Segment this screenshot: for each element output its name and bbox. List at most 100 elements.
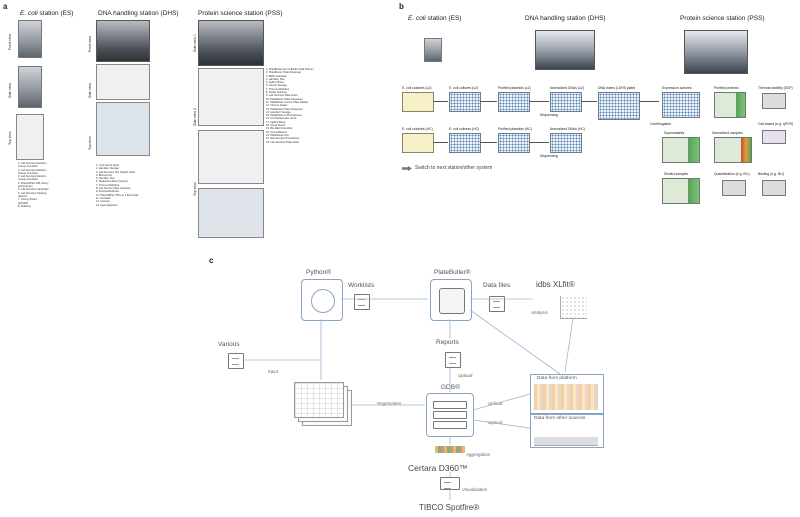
various-label: Various [218, 341, 240, 348]
certara-label: Certara D360™ [408, 463, 468, 473]
b-bot-plasmids-plate [498, 133, 530, 153]
b-pss-diluted-label: Diluted samples [664, 172, 689, 176]
panel-a-dhs-title: DNA handling station (DHS) [98, 10, 179, 17]
b-pss-purified-label: Purified proteins [714, 86, 739, 90]
visualization-label: Visualization [462, 487, 488, 492]
b-bot-normalized-plate [550, 133, 582, 153]
panel-b-es-title: E. coli station (ES) [408, 15, 462, 22]
b-top-colonies-plate [402, 92, 434, 112]
b-top-dnamix-label: DNA mixes (LDHS plate) [598, 86, 636, 90]
registration-label: Registration [377, 401, 402, 406]
b-pss-supernatants-plate [662, 137, 700, 163]
panel-b-letter: b [399, 2, 404, 11]
gdb-label: GDB® [441, 384, 460, 391]
b-bot-cultures-label: E. coli cultures (HC) [449, 127, 480, 131]
dhs-front-photo [96, 20, 150, 62]
input-label: Input [268, 369, 279, 374]
b-top-normalized-label: Normalized DNAs (≤2) [550, 86, 584, 90]
b-arrow [529, 101, 549, 102]
b-pss-binding-label: Binding (e.g. BLI) [758, 172, 785, 176]
b-arrow [639, 101, 659, 102]
b-pss-quant-label: Quantification (e.g. BLI) [714, 172, 750, 176]
data-platform-label: Data from platform [537, 376, 577, 381]
worklists-doc-icon [354, 294, 370, 310]
b-sequencing-bottom: Sequencing [540, 154, 558, 158]
data-other-thumbnail [534, 425, 598, 446]
b-pss-supernatants-label: Supernatants [664, 131, 685, 135]
reports-label: Reports [436, 339, 459, 346]
various-doc-icon [228, 353, 244, 369]
panel-b-pss-title: Protein science station (PSS) [680, 15, 765, 22]
es-top-schematic [16, 114, 44, 160]
gear-icon [311, 289, 335, 313]
b-centrifugation: Centrifugation [650, 122, 672, 126]
b-top-cultures-label: E. coli cultures (≤2) [449, 86, 478, 90]
database-icon-layer [433, 411, 467, 419]
datafiles-doc-icon [489, 296, 505, 312]
tibco-label: TIBCO Spotfire® [419, 503, 480, 512]
b-arrow [433, 142, 448, 143]
b-arrow [480, 101, 497, 102]
panel-a-letter: a [3, 2, 8, 11]
b-bot-plasmids-label: Purified plasmids (HC) [498, 127, 532, 131]
data-platform-thumbnail [534, 384, 598, 410]
panel-b-es-instrument [424, 38, 442, 62]
b-pss-expression-plate [662, 92, 700, 118]
plate-stack-top [294, 382, 344, 418]
panel-c-letter: c [209, 256, 214, 265]
data-platform-node: Data from platform [530, 374, 604, 414]
upload-3-label: Upload [488, 420, 503, 425]
datafiles-label: Data files [483, 282, 511, 289]
b-pss-expression-label: Expression cultures [662, 86, 692, 90]
panel-b-pss-instrument [684, 30, 748, 74]
b-top-plasmids-plate [498, 92, 530, 112]
reports-doc-icon [445, 352, 461, 368]
b-pss-normalized-label: Normalized samples [712, 131, 743, 135]
pss-side-1-schematic [198, 68, 264, 126]
b-pss-cellbased-instrument [762, 130, 786, 144]
robot-arm-icon [439, 288, 465, 314]
pss-side-2-schematic [198, 130, 264, 184]
b-pss-thermal-label: Thermal stability (DSF) [758, 86, 793, 90]
b-pss-binding-instrument [762, 180, 786, 196]
b-bot-colonies-plate [402, 133, 434, 153]
switch-arrow-icon [402, 166, 412, 171]
aggregation-label: Aggregation [466, 452, 491, 457]
upload-1-label: Upload [458, 373, 473, 378]
b-pss-normalized-plate [714, 137, 752, 163]
b-bot-colonies-label: E. coli colonies (HC) [402, 127, 433, 131]
b-arrow [480, 142, 497, 143]
data-other-label: Data from other sources [534, 416, 586, 421]
es-front-photo [18, 20, 42, 58]
b-pss-diluted-plate [662, 178, 700, 204]
idbs-label: idbs XLfit® [536, 280, 575, 289]
b-arrow [581, 101, 597, 102]
b-arrow [433, 101, 448, 102]
b-sequencing-top: Sequencing [540, 113, 558, 117]
b-pss-thermal-instrument [762, 93, 786, 109]
panel-a-es-title: E. coli station (ES) [20, 10, 74, 17]
panel-b-dhs-instrument [535, 30, 595, 70]
b-top-normalized-plate [550, 92, 582, 112]
b-bot-normalized-label: Normalized DNAs (HC) [550, 127, 586, 131]
dhs-side-schematic [96, 64, 150, 100]
worklists-label: Worklists [348, 282, 375, 289]
analysis-label: Analysis [531, 310, 548, 315]
b-top-dnamix-plate [598, 92, 640, 120]
b-pss-quant-instrument [722, 180, 746, 196]
idbs-scatter-thumbnail [560, 296, 587, 319]
b-top-plasmids-label: Purified plasmids (≤2) [498, 86, 531, 90]
platebutler-node [430, 279, 472, 321]
database-icon [433, 401, 467, 409]
b-pss-purified-plate [714, 92, 746, 118]
pss-legend: 1: PlateBuster Arm & Bartle Shaft 618 um… [266, 68, 314, 144]
es-side-photo [18, 66, 42, 108]
b-bot-cultures-plate [449, 133, 481, 153]
b-top-cultures-plate [449, 92, 481, 112]
b-pss-cellbased-label: Cell-based (e.g. qPCR) [758, 122, 794, 126]
platebutler-label: PlateButler® [434, 269, 471, 276]
python-label: Python® [306, 269, 332, 276]
